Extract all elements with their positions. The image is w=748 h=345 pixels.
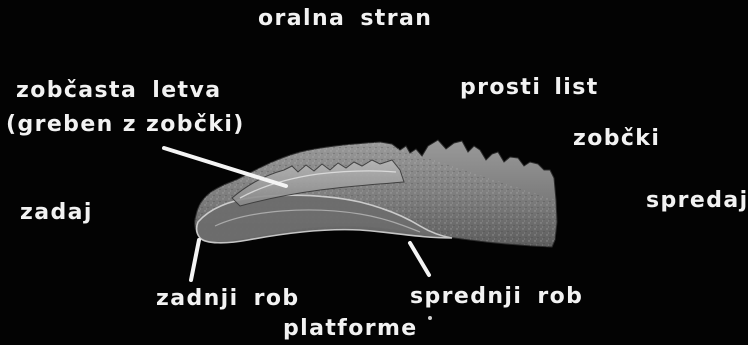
label-carina-line2: (greben z zobčki) bbox=[6, 112, 245, 138]
label-oral-side: oralna stran bbox=[258, 6, 432, 32]
label-denticles: zobčki bbox=[573, 126, 660, 152]
label-free-blade: prosti list bbox=[460, 75, 599, 101]
label-posterior: zadaj bbox=[20, 200, 93, 226]
dust-speck bbox=[428, 316, 432, 320]
pointer-posterior-margin bbox=[191, 240, 199, 280]
label-carina-line1: zobčasta letva bbox=[16, 78, 221, 104]
label-anterior: spredaj bbox=[646, 188, 748, 214]
label-anterior-margin: sprednji rob bbox=[410, 284, 583, 310]
label-posterior-margin: zadnji rob bbox=[156, 286, 300, 312]
label-platform: platforme bbox=[283, 316, 418, 342]
pointer-anterior-margin bbox=[410, 243, 429, 275]
